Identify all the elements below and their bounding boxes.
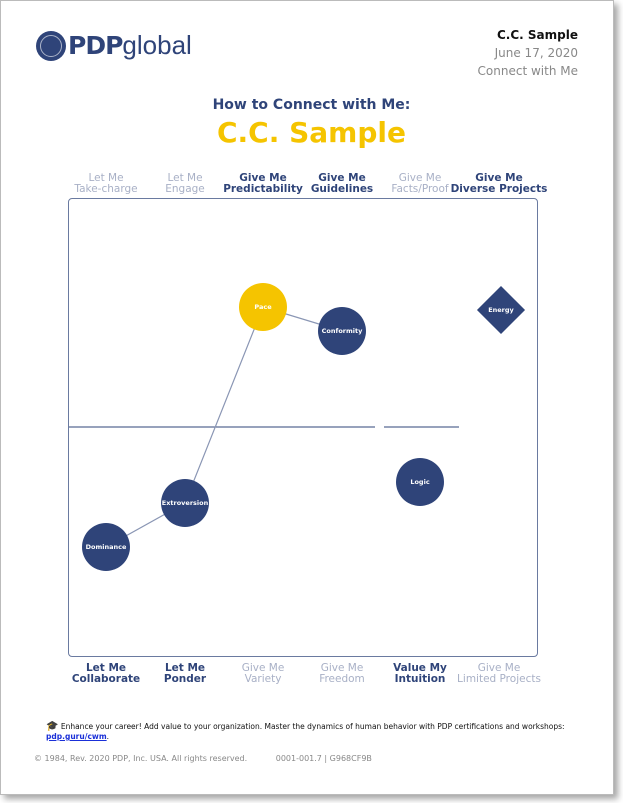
promo-link[interactable]: pdp.guru/cwm (46, 732, 107, 741)
chart-frame (68, 198, 538, 657)
pace-node (239, 283, 287, 331)
label-line2: Ponder (163, 672, 207, 685)
label-line1: Give Me (398, 172, 442, 184)
label-line2: Engage (165, 182, 205, 195)
trait-connector (105, 306, 343, 548)
label-line2: Diverse Projects (450, 182, 548, 195)
globe-icon (36, 30, 66, 61)
page-heading: How to Connect with Me: (212, 97, 411, 113)
dominance-label: Dominance (86, 543, 127, 551)
label-line1: Let Me (167, 172, 203, 184)
label-line2: Guidelines (310, 182, 374, 195)
label-line2: Variety (244, 672, 282, 685)
label-line2: Freedom (319, 672, 365, 685)
person-name: C.C. Sample (217, 116, 406, 149)
conformity-label: Conformity (322, 327, 363, 335)
label-line2: Predictability (223, 182, 303, 195)
report-page (0, 0, 614, 795)
label-line1: Give Me (241, 662, 285, 674)
label-line1: Let Me (88, 172, 124, 184)
energy-node (476, 285, 526, 335)
logo-light: global (122, 30, 192, 60)
label-line2: Facts/Proof (391, 182, 449, 195)
header-name: C.C. Sample (497, 28, 578, 42)
label-line1: Let Me (85, 662, 127, 674)
energy-label: Energy (488, 306, 514, 314)
copyright-text: © 1984, Rev. 2020 PDP, Inc. USA. All rig… (34, 754, 248, 763)
promo-footer: 🎓 Enhance your career! Add value to your… (46, 721, 565, 741)
extroversion-node (161, 479, 209, 527)
label-line2: Collaborate (71, 672, 141, 685)
label-line1: Value My (393, 662, 447, 674)
conformity-node (318, 307, 366, 355)
label-line1: Give Me (239, 172, 287, 184)
label-line2: Take-charge (74, 182, 138, 195)
header-date: June 17, 2020 (494, 46, 578, 60)
label-line2: Limited Projects (457, 672, 541, 685)
report-header: C.C. Sample June 17, 2020 Connect with M… (478, 26, 578, 80)
label-line2: Intuition (394, 672, 446, 685)
promo-text: Enhance your career! Add value to your o… (60, 722, 565, 731)
pace-label: Pace (254, 303, 272, 311)
copyright-footer: © 1984, Rev. 2020 PDP, Inc. USA. All rig… (34, 754, 372, 763)
label-line1: Give Me (475, 172, 523, 184)
label-line1: Give Me (477, 662, 521, 674)
header-report: Connect with Me (477, 64, 578, 78)
label-line1: Give Me (318, 172, 366, 184)
logo-bold: PDP (68, 31, 123, 60)
dominance-node (82, 523, 130, 571)
extroversion-label: Extroversion (162, 499, 209, 507)
logic-node (396, 458, 444, 506)
document-code: 0001-001.7 | G968CF9B (275, 754, 372, 763)
logic-label: Logic (410, 478, 429, 486)
label-line1: Give Me (320, 662, 364, 674)
graduation-cap-icon: 🎓 (46, 721, 59, 732)
label-line1: Let Me (164, 662, 206, 674)
